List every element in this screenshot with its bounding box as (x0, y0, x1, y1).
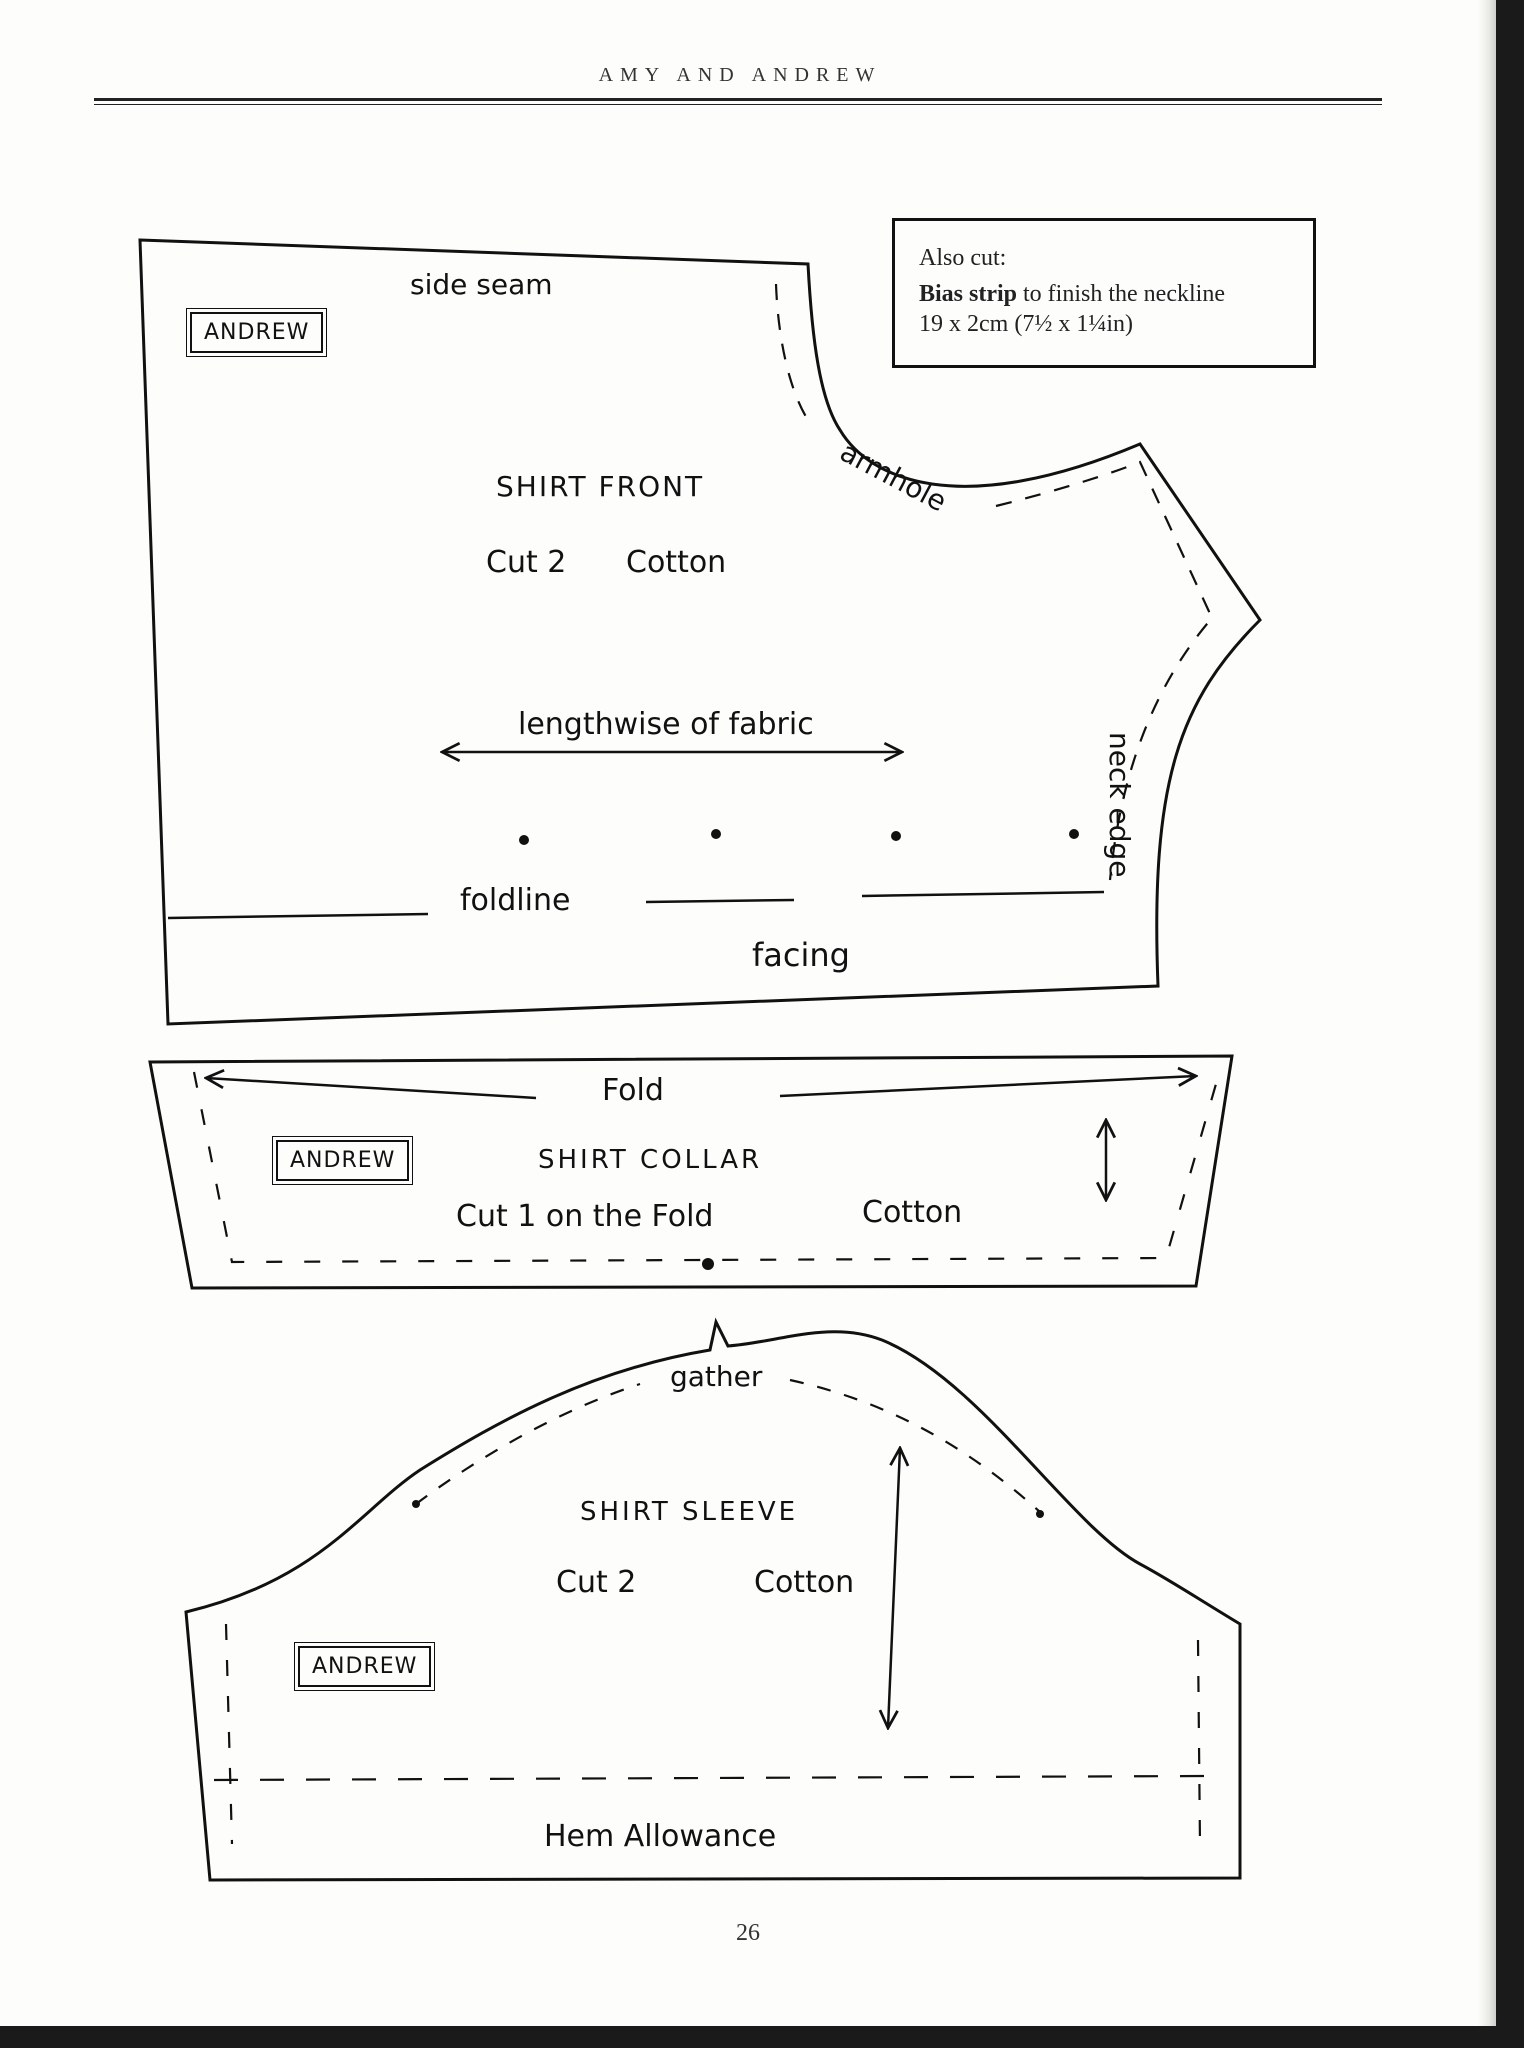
foldline-line (167, 912, 429, 920)
shirt-sleeve-name-label: ANDREW (293, 1642, 436, 1691)
also-cut-title: Also cut: (919, 245, 1007, 271)
shirt-front-piece: side seam SHIRT FRONT Cut 2 Cotton lengt… (138, 238, 1262, 1026)
bias-strip-size: 19 x 2cm (7½ x 1¼in) (919, 311, 1133, 337)
sleeve-seam-right (1196, 1639, 1202, 1847)
pattern-drawing: side seam SHIRT FRONT Cut 2 Cotton lengt… (138, 238, 1262, 1882)
button-mark (891, 831, 901, 841)
shirt-front-fabric: Cotton (626, 545, 726, 580)
foldline-dash-1 (645, 898, 795, 904)
button-mark (1069, 829, 1079, 839)
sleeve-seam-left (224, 1623, 234, 1845)
shirt-sleeve-cut: Cut 2 (556, 1565, 636, 1600)
shirt-sleeve-piece: gather SHIRT SLEEVE Cut 2 Cotton Hem All… (184, 1317, 1242, 1882)
header-rule-thin (94, 104, 1382, 105)
shirt-collar-cut: Cut 1 on the Fold (456, 1199, 713, 1234)
shirt-front-cut: Cut 2 (486, 545, 566, 580)
shirt-front-name-label: ANDREW (185, 308, 328, 357)
collar-fold-right (779, 1076, 1196, 1098)
shirt-front-title: SHIRT FRONT (496, 470, 704, 503)
bias-strip-bold: Bias strip (919, 281, 1018, 307)
page-edge-shadow (1478, 0, 1496, 2026)
side-seam-label: side seam (410, 268, 553, 301)
also-cut-box: Also cut: Bias strip to finish the neckl… (892, 218, 1316, 368)
button-mark (711, 829, 721, 839)
foldline-label: foldline (460, 883, 570, 918)
grain-label: lengthwise of fabric (518, 707, 814, 742)
page-number: 26 (736, 1920, 760, 1946)
collar-fold-label: Fold (602, 1073, 664, 1108)
collar-fold-left (206, 1078, 537, 1100)
shirt-sleeve-fabric: Cotton (754, 1565, 854, 1600)
button-mark (519, 835, 529, 845)
collar-seam-allowance (192, 1069, 1222, 1264)
neck-edge-label: neck edge (1103, 732, 1136, 877)
facing-label: facing (752, 936, 850, 974)
shirt-sleeve-title: SHIRT SLEEVE (580, 1497, 798, 1527)
shirt-collar-fabric: Cotton (862, 1195, 962, 1230)
shirt-collar-name-label: ANDREW (271, 1136, 414, 1185)
shirt-front-outline (138, 238, 1262, 1026)
shirt-collar-title: SHIRT COLLAR (538, 1145, 762, 1175)
hem-allowance-label: Hem Allowance (544, 1819, 776, 1854)
hem-allowance-line (213, 1774, 1205, 1782)
gather-mark (1036, 1510, 1044, 1518)
collar-center-mark (702, 1258, 714, 1270)
shirt-front-seam-allowance (774, 283, 1214, 881)
foldline-dash-2 (861, 890, 1105, 898)
shirt-collar-piece: Fold SHIRT COLLAR Cut 1 on the Fold Cott… (148, 1054, 1234, 1290)
shirt-collar-outline (148, 1054, 1234, 1290)
shirt-sleeve-outline (184, 1317, 1242, 1882)
sleeve-grain-arrow (888, 1448, 900, 1728)
header-rule-thick (94, 98, 1382, 101)
page: AMY AND ANDREW Also cut: Bias strip to f… (0, 0, 1496, 2026)
armhole-label: armhole (835, 435, 952, 518)
bias-strip-line: Bias strip to finish the neckline (919, 279, 1289, 309)
gather-label: gather (670, 1360, 763, 1393)
gather-line (415, 1378, 1041, 1513)
running-header: AMY AND ANDREW (598, 64, 882, 86)
bias-strip-rest: to finish the neckline (1017, 281, 1225, 307)
gather-mark (412, 1500, 420, 1508)
